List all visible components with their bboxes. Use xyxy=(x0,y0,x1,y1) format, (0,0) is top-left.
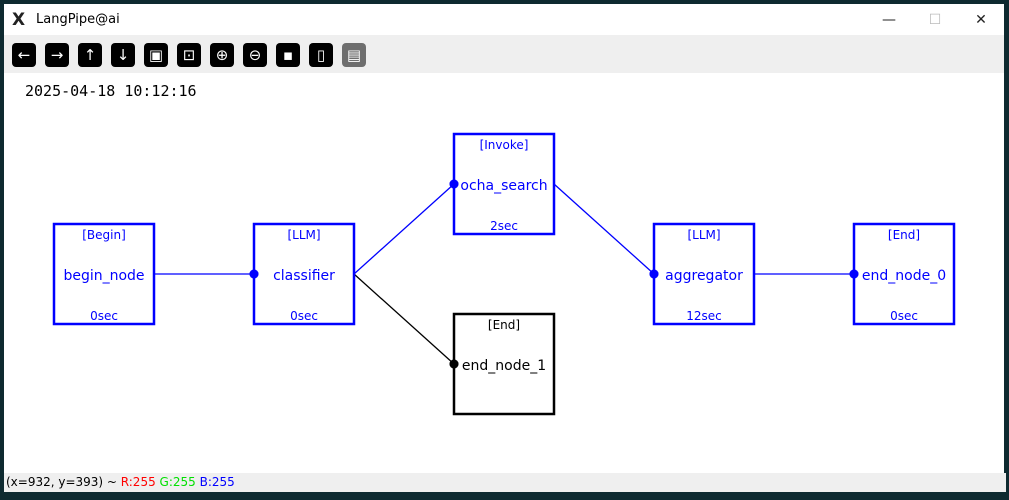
edge-endpoint xyxy=(649,269,659,279)
node-time: 2sec xyxy=(490,219,518,233)
node-type: [Invoke] xyxy=(480,138,529,152)
paint-button[interactable]: ▤ xyxy=(342,43,366,67)
node-type: [Begin] xyxy=(82,228,126,242)
node-type: [End] xyxy=(888,228,920,242)
node-time: 0sec xyxy=(290,309,318,323)
save-button[interactable]: ▪ xyxy=(276,43,300,67)
edge-endpoint xyxy=(449,179,459,189)
window-title: LangPipe@ai xyxy=(36,12,120,27)
zoom-out-icon: ⊖ xyxy=(248,45,262,64)
save-icon: ▪ xyxy=(282,45,294,64)
node-label: aggregator xyxy=(665,268,743,284)
edge-classifier-end1 xyxy=(353,273,455,365)
arrow-up-icon: ↑ xyxy=(83,45,97,64)
image-search-button[interactable]: ⊡ xyxy=(177,43,201,67)
app-window: X LangPipe@ai — ☐ ✕ ← → ↑ ↓ ▣ ⊡ ⊕ ⊖ ▪ ▯ ▤ 2025-04-… xyxy=(4,4,1006,492)
pixel-green: G:255 xyxy=(159,475,196,489)
node-type: [LLM] xyxy=(287,228,320,242)
back-button[interactable]: ← xyxy=(12,43,36,67)
arrow-down-icon: ↓ xyxy=(116,45,130,64)
x-logo-icon: X xyxy=(12,9,26,30)
minimize-button[interactable]: — xyxy=(882,11,896,28)
pixel-red: R:255 xyxy=(120,475,156,489)
edge-endpoint xyxy=(849,269,859,279)
pixel-blue: B:255 xyxy=(199,475,235,489)
node-label: classifier xyxy=(273,268,335,284)
edge-classifier-search xyxy=(353,183,455,275)
node-time: 12sec xyxy=(686,309,722,323)
zoom-in-button[interactable]: ⊕ xyxy=(210,43,234,67)
image-button[interactable]: ▣ xyxy=(144,43,168,67)
toolbar: ← → ↑ ↓ ▣ ⊡ ⊕ ⊖ ▪ ▯ ▤ xyxy=(4,35,1004,73)
node-begin[interactable] xyxy=(52,222,156,326)
arrow-left-icon: ← xyxy=(17,45,31,64)
arrow-right-icon: → xyxy=(50,45,64,64)
zoom-out-button[interactable]: ⊖ xyxy=(243,43,267,67)
status-bar: (x=932, y=393) ~ R:255 G:255 B:255 xyxy=(4,473,1006,492)
cursor-coords: (x=932, y=393) ~ xyxy=(6,475,121,489)
image-search-icon: ⊡ xyxy=(182,45,196,64)
clipboard-icon: ▯ xyxy=(316,45,326,64)
node-type: [End] xyxy=(488,318,520,332)
node-label: ocha_search xyxy=(460,178,547,194)
up-button[interactable]: ↑ xyxy=(78,43,102,67)
close-button[interactable]: ✕ xyxy=(975,11,987,28)
pipeline-graph: [Begin] begin_node 0sec [LLM] classifier 0sec… xyxy=(52,132,956,416)
graph-canvas[interactable]: 2025-04-18 10:12:16 [Begin] begin_node 0se… xyxy=(4,73,1004,473)
node-label: begin_node xyxy=(63,268,144,284)
node-time: 0sec xyxy=(90,309,118,323)
edge-endpoint xyxy=(449,359,459,369)
zoom-in-icon: ⊕ xyxy=(215,45,229,64)
edge-search-aggregator xyxy=(553,183,655,275)
image-icon: ▣ xyxy=(148,45,164,64)
forward-button[interactable]: → xyxy=(45,43,69,67)
node-label: end_node_0 xyxy=(862,268,946,284)
down-button[interactable]: ↓ xyxy=(111,43,135,67)
paint-brush-icon: ▤ xyxy=(346,45,362,64)
timestamp: 2025-04-18 10:12:16 xyxy=(25,82,197,100)
node-type: [LLM] xyxy=(687,228,720,242)
node-time: 0sec xyxy=(890,309,918,323)
title-bar: X LangPipe@ai — ☐ ✕ xyxy=(4,4,1004,35)
node-label: end_node_1 xyxy=(462,358,546,374)
clipboard-button[interactable]: ▯ xyxy=(309,43,333,67)
edge-endpoint xyxy=(249,269,259,279)
maximize-button[interactable]: ☐ xyxy=(928,11,942,28)
